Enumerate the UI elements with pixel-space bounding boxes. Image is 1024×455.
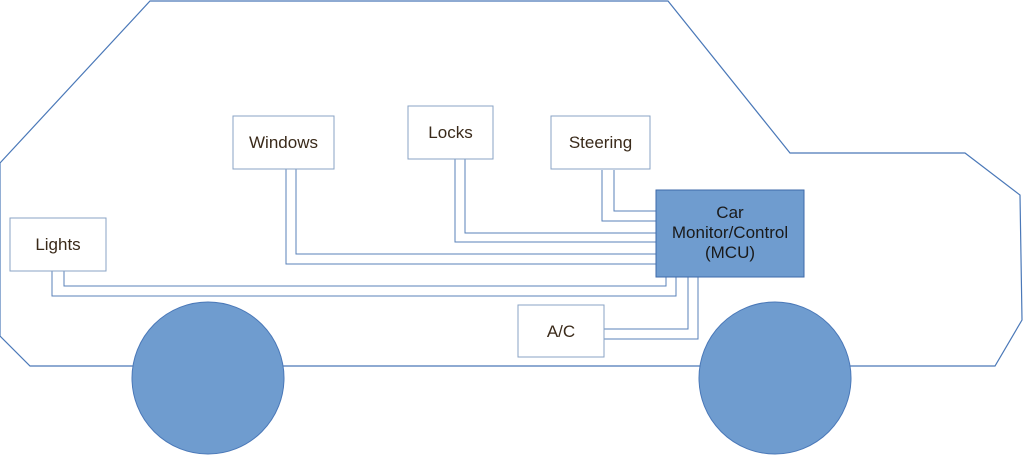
locks-box xyxy=(407,105,494,160)
steering-label: Steering xyxy=(569,133,632,152)
ac-label: A/C xyxy=(547,322,575,341)
wire-steering-outer xyxy=(601,170,656,222)
windows-node: Windows xyxy=(232,115,335,170)
wire-ac-inner xyxy=(604,277,689,330)
front-wheel xyxy=(698,301,852,455)
locks-node: Locks xyxy=(407,105,494,160)
mcu-box xyxy=(655,189,805,278)
locks-label: Locks xyxy=(428,123,472,142)
wires xyxy=(51,159,699,340)
steering-box xyxy=(550,115,651,170)
car-body-outline xyxy=(0,0,1023,367)
windows-box xyxy=(232,115,335,170)
lights-box xyxy=(9,217,107,272)
mcu-label-line-3: (MCU) xyxy=(705,243,755,262)
ac-node: A/C xyxy=(517,304,605,358)
wire-lights-outer xyxy=(51,271,677,297)
steering-node: Steering xyxy=(550,115,651,170)
wire-locks-outer xyxy=(454,159,656,243)
wire-lights-inner xyxy=(63,271,667,287)
mcu-label-line-2: Monitor/Control xyxy=(672,223,788,242)
wire-windows-inner xyxy=(295,169,656,255)
windows-label: Windows xyxy=(249,133,318,152)
lights-node: Lights xyxy=(9,217,107,272)
mcu-node: Car Monitor/Control (MCU) xyxy=(655,189,805,278)
mcu-label-line-1: Car xyxy=(716,203,744,222)
wire-windows-outer xyxy=(285,169,656,265)
rear-wheel xyxy=(131,301,285,455)
lights-label: Lights xyxy=(35,235,80,254)
wire-ac-outer xyxy=(604,277,699,340)
wire-steering-inner xyxy=(613,170,656,212)
wire-locks-inner xyxy=(464,159,656,234)
ac-box xyxy=(517,304,605,358)
